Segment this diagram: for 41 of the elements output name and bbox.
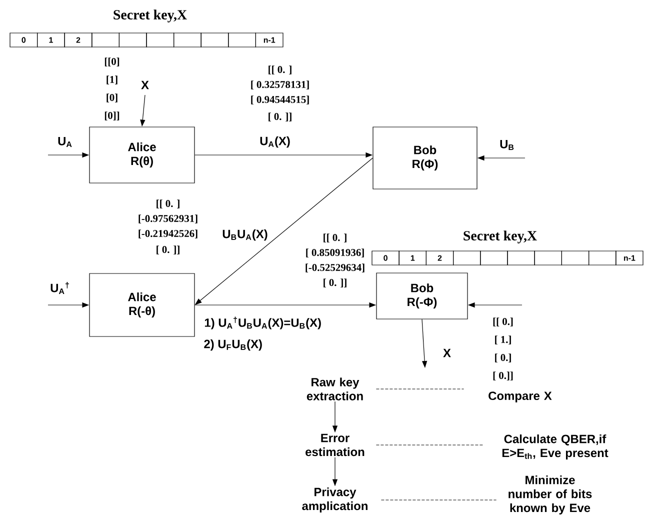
register-title: Secret key,X xyxy=(114,10,187,22)
process-box: Bob R(-Φ) xyxy=(376,272,468,320)
vector-row: [ 0.] xyxy=(495,354,511,362)
edge-label: U$_{A}$ xyxy=(56,136,74,148)
vector-row: [ 0.85091936] xyxy=(306,248,364,258)
dashed-connector xyxy=(376,388,464,390)
vector-row: [-0.97562931] xyxy=(138,214,198,224)
vector-row: [1] xyxy=(106,76,118,84)
process-box: Alice R(-θ) xyxy=(89,273,195,337)
vector-row: [ 0.32578131] xyxy=(251,80,309,90)
vector-row: [[ 0. ] xyxy=(268,66,292,74)
vector-row: [[ 0. ] xyxy=(324,234,346,242)
vector-row: [ 0.94544515] xyxy=(251,96,309,104)
step-text: Calculate QBER,if E>E$_{th}$, Eve present xyxy=(502,434,608,460)
edge-label: X xyxy=(442,348,452,358)
edge-label: U$_{B}$ xyxy=(498,138,516,151)
vector-row: [-0.52529634] xyxy=(306,264,364,272)
vector-row: [ 0.]] xyxy=(493,372,513,380)
process-box: Bob R(Φ) xyxy=(372,126,478,190)
vector-row: [0] xyxy=(106,94,118,102)
vector-row: [[ 0. ] xyxy=(156,200,180,208)
edge-label: X xyxy=(140,80,150,90)
edge-label: U$_{A}$(X) xyxy=(258,135,292,149)
vector-row: [ 0. ]] xyxy=(156,246,180,254)
vector-row: [ 0. ]] xyxy=(324,278,346,288)
step-text: Error estimation xyxy=(306,434,364,456)
edge-label: 1) U$_{A}$$^{†}$U$_{B}$U$_{A}$(X)=U$_{B}$(X) xyxy=(203,316,322,330)
step-text: Raw key extraction xyxy=(306,378,363,400)
step-text: Compare X xyxy=(488,392,552,402)
step-text: Privacy amplication xyxy=(302,487,368,513)
process-box: Alice R(θ) xyxy=(89,126,195,184)
register-title: Secret key,X xyxy=(464,230,537,244)
step-text: Minimize number of bits known by Eve xyxy=(508,475,592,515)
vector-row: [ 0. ]] xyxy=(268,112,292,122)
vector-row: [-0.21942526] xyxy=(138,230,198,238)
vector-row: [[ 0.] xyxy=(493,318,513,326)
dashed-connector xyxy=(376,444,484,446)
vector-row: [ 1.] xyxy=(495,336,511,344)
formula-text: 2) U$_{F}$U$_{B}$(X) xyxy=(204,339,262,351)
edge-label: U$_{B}$U$_{A}$(X) xyxy=(221,228,269,242)
vector-row: [[0] xyxy=(104,58,120,66)
